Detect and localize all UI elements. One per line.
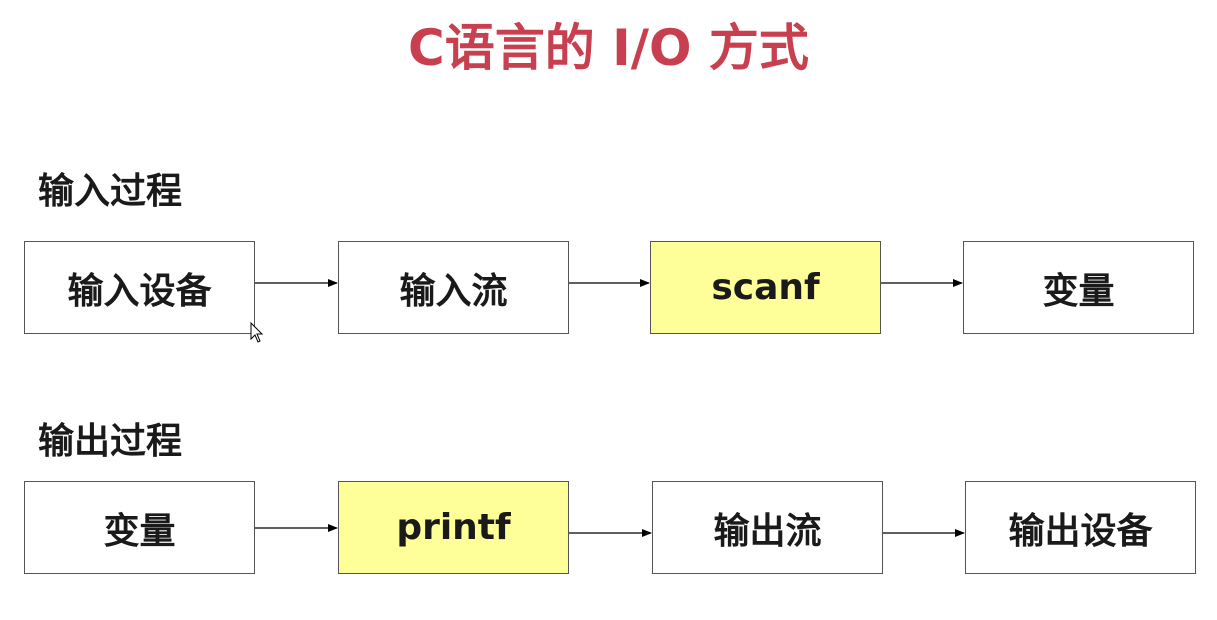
output-step-variable: 变量 (24, 481, 255, 574)
input-step-input-device: 输入设备 (24, 241, 255, 334)
input-process-label: 输入过程 (38, 171, 183, 212)
output-step-printf: printf (338, 481, 569, 574)
input-step-input-stream: 输入流 (338, 241, 569, 334)
page-title: C语言的 I/O 方式 (408, 19, 809, 77)
input-step-scanf: scanf (650, 241, 881, 334)
output-process-label: 输出过程 (38, 421, 183, 462)
input-step-variable: 变量 (963, 241, 1194, 334)
output-step-output-device: 输出设备 (965, 481, 1196, 574)
output-step-output-stream: 输出流 (652, 481, 883, 574)
mouse-pointer-icon (250, 322, 264, 343)
